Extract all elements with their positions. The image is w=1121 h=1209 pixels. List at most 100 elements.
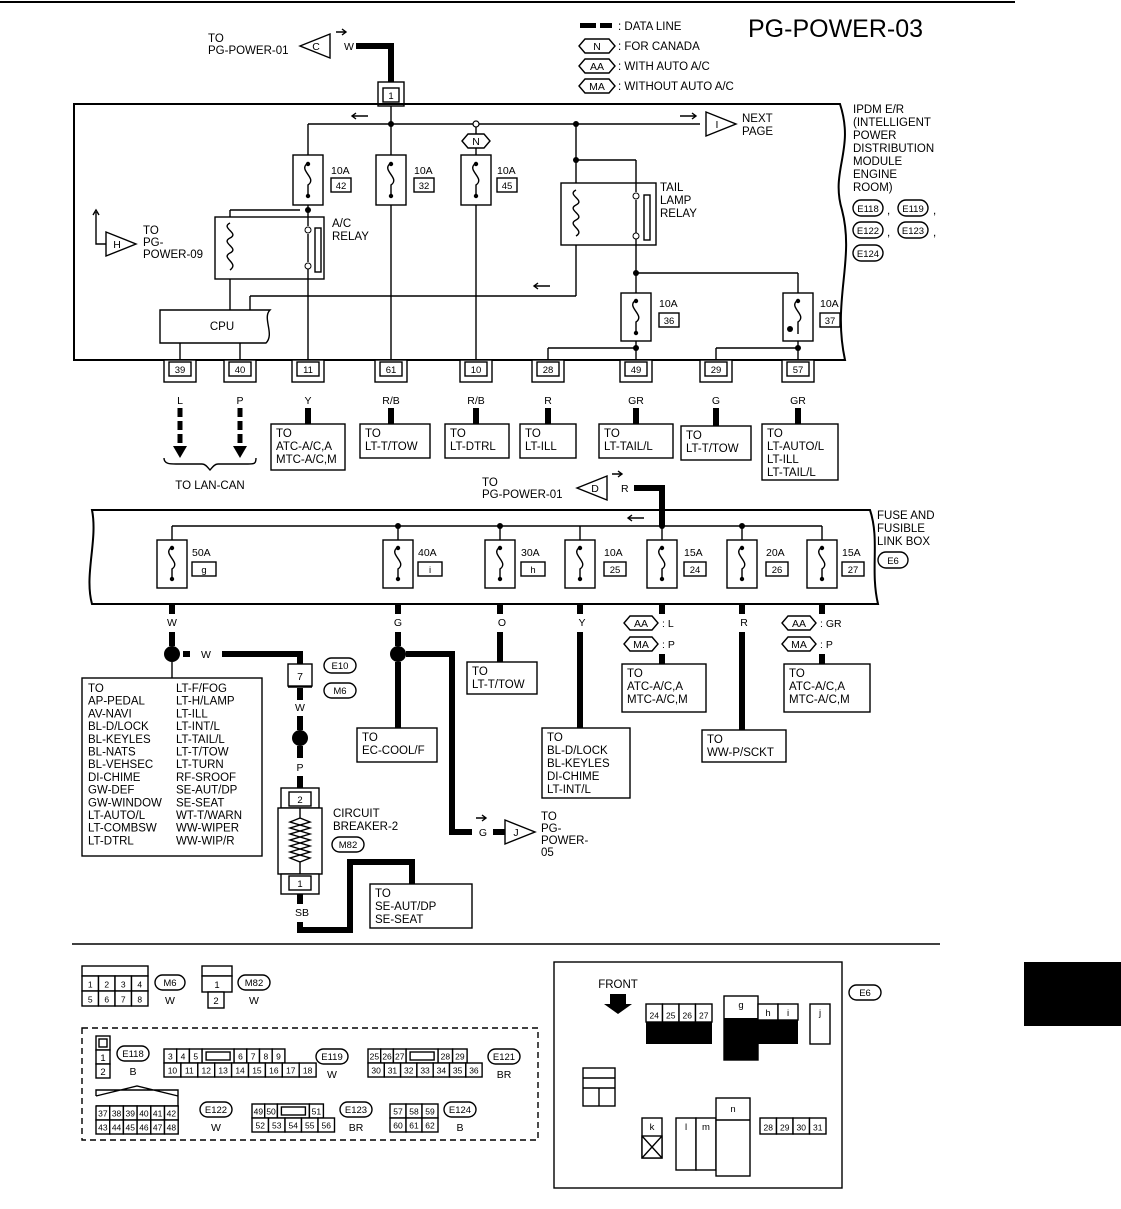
comma: , [933, 205, 936, 217]
opt-wire: : P [662, 639, 675, 651]
joint-connector [287, 663, 313, 687]
dest-text: LT-INT/L [547, 784, 591, 796]
dest-text: TO [547, 732, 563, 744]
to-j-label: TO [541, 811, 557, 823]
pin-label: 53 [272, 1121, 282, 1131]
tail-lamp-relay [560, 182, 657, 246]
pin-label: 7 [121, 995, 126, 1005]
connector-tag-text: E10 [332, 661, 349, 672]
pin-label: 34 [437, 1066, 447, 1076]
dest-text: TO [362, 732, 378, 744]
pin-cell [465, 1062, 483, 1078]
fuse-h: 30A h [484, 539, 546, 589]
pin-label: 41 [153, 1109, 163, 1119]
connector-color: BR [349, 1122, 364, 1134]
canada-flag [461, 133, 491, 149]
fuse-box-label-line: FUSE AND [877, 510, 935, 522]
pin-label: 18 [303, 1066, 313, 1076]
fuse-element-icon [794, 299, 802, 334]
connector-color: W [327, 1069, 337, 1081]
flag-j [504, 818, 537, 846]
fuse-box-fuses: 50A g 40A i 30A h 10A 25 [156, 539, 865, 589]
legend-text: : WITHOUT AUTO A/C [618, 81, 734, 93]
dest-text: TO [450, 428, 466, 440]
connector-tag-text: E119 [321, 1052, 342, 1063]
ipdm-label-line: POWER [853, 130, 896, 142]
legend-sym: MA [589, 81, 605, 93]
connector-tag-e119 [897, 199, 929, 217]
dest-lt-t-tow-61 [359, 423, 431, 459]
terminal-49: 49 GR [619, 359, 653, 407]
dest-list-item: RF-SROOF [176, 772, 236, 784]
opt-sym: MA [791, 639, 807, 651]
connector-tag-text: E124 [857, 249, 879, 260]
terminal-11: 11 Y [291, 359, 325, 407]
connector-tag-text: M6 [333, 686, 346, 697]
dest-text: TO [604, 428, 620, 440]
relay-coil-icon [226, 222, 234, 271]
pin-label: 10 [168, 1066, 178, 1076]
dest-atc-24 [621, 663, 707, 713]
fuse-element-icon [576, 546, 584, 580]
dest-lt-t-tow-h [466, 661, 538, 695]
next-page-label: NEXT [742, 113, 773, 125]
ipdm-label-line: IPDM E/R [853, 104, 904, 116]
flow-arrow-icon [92, 208, 100, 216]
fuse-amp: 50A [192, 547, 211, 559]
legend-text: : FOR CANADA [618, 41, 700, 53]
pin-label: 25 [666, 1011, 676, 1021]
dest-seat [369, 883, 473, 929]
pin-label: 59 [425, 1107, 435, 1117]
dest-lt-dtrl [444, 423, 510, 459]
pin-label: 45 [126, 1123, 136, 1133]
pin-label: 38 [112, 1109, 122, 1119]
dest-text: TO [525, 428, 541, 440]
wire-color: G [479, 827, 487, 839]
cb-label: CIRCUIT [333, 808, 380, 820]
flow-arrow-icon [532, 282, 550, 290]
dest-list-item: DI-CHIME [88, 772, 141, 784]
pin-label: 8 [137, 995, 142, 1005]
connector-tag-text: E6 [887, 556, 899, 567]
pin-1-box [382, 87, 400, 103]
splice-icon [164, 646, 180, 662]
ipdm-label-line: DISTRIBUTION [853, 143, 934, 155]
pin-label: 30 [371, 1066, 381, 1076]
dest-atc-27 [783, 663, 871, 713]
dest-text: LT-TAIL/L [767, 467, 816, 479]
dest-text: WW-P/SCKT [707, 747, 774, 759]
ac-relay-label: RELAY [332, 231, 369, 243]
connector-view-m82: 1 2 M82 W [201, 965, 271, 1009]
flow-arrow-icon [612, 470, 624, 478]
pin-label: 27 [699, 1011, 709, 1021]
opt-sym: MA [633, 639, 649, 651]
dest-list-item: LT-INT/L [176, 721, 220, 733]
flag-c-arrow [298, 32, 331, 60]
dest-list-item: AP-PEDAL [88, 696, 145, 708]
connector-tag-e123 [897, 221, 929, 239]
wire-w-top [356, 43, 394, 86]
pin-cell [317, 1117, 336, 1133]
ipdm-label-line: MODULE [853, 156, 903, 168]
front-arrow-icon [604, 994, 632, 1014]
fuse-amp: 10A [331, 165, 350, 177]
dest-list-item: GW-WINDOW [88, 797, 162, 809]
terminal-61: 61 R/B [374, 359, 408, 407]
dest-text: SE-SEAT [375, 914, 423, 926]
relay-coil-icon [572, 189, 580, 237]
slot-label: n [730, 1104, 735, 1115]
wire-color: GR [628, 395, 644, 407]
flow-arrow-icon [476, 814, 488, 822]
pin-label: 15 [252, 1066, 262, 1076]
dest-text: ATC-A/C,A [789, 681, 845, 693]
key-slot-inner [409, 1051, 435, 1061]
pin-label: 58 [409, 1107, 419, 1117]
dest-text: SE-AUT/DP [375, 901, 437, 913]
fuse-element-icon [658, 546, 666, 580]
wire-color-w: W [344, 41, 354, 53]
connector-color: W [249, 995, 259, 1007]
pin-label: 25 [370, 1052, 380, 1062]
